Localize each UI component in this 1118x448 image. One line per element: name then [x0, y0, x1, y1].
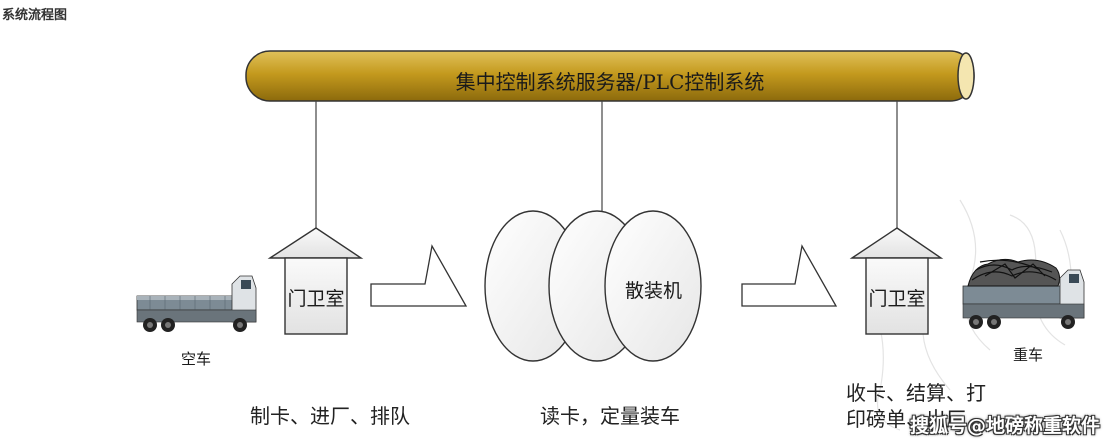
empty-truck-label: 空车	[181, 350, 212, 368]
bulk-loader	[484, 210, 702, 362]
bus-connectors	[315, 101, 898, 230]
step-label-entry: 制卡、进厂、排队	[250, 404, 410, 428]
step-label-exit: 收卡、结算、打印磅单、出厂	[846, 381, 986, 431]
loaded-truck-image	[962, 258, 1085, 329]
flow-arrow-left	[370, 244, 468, 307]
gatehouse-left	[267, 227, 364, 335]
control-bus-pipe	[245, 50, 975, 102]
gatehouse-right	[849, 227, 944, 335]
flow-arrow-right	[741, 244, 838, 307]
loaded-truck-label: 重车	[1013, 346, 1044, 364]
empty-truck-image	[136, 275, 257, 332]
page-title: 系统流程图	[2, 8, 68, 23]
loader-label: 散装机	[625, 280, 683, 302]
control-bus-label: 集中控制系统服务器/PLC控制系统	[455, 69, 765, 94]
step-label-loading: 读卡，定量装车	[540, 404, 680, 428]
gatehouse-left-label: 门卫室	[287, 288, 345, 310]
gatehouse-right-label: 门卫室	[868, 288, 926, 310]
loader-oval-front	[604, 210, 702, 362]
source-watermark: 搜狐号@地磅称重软件	[909, 415, 1100, 437]
